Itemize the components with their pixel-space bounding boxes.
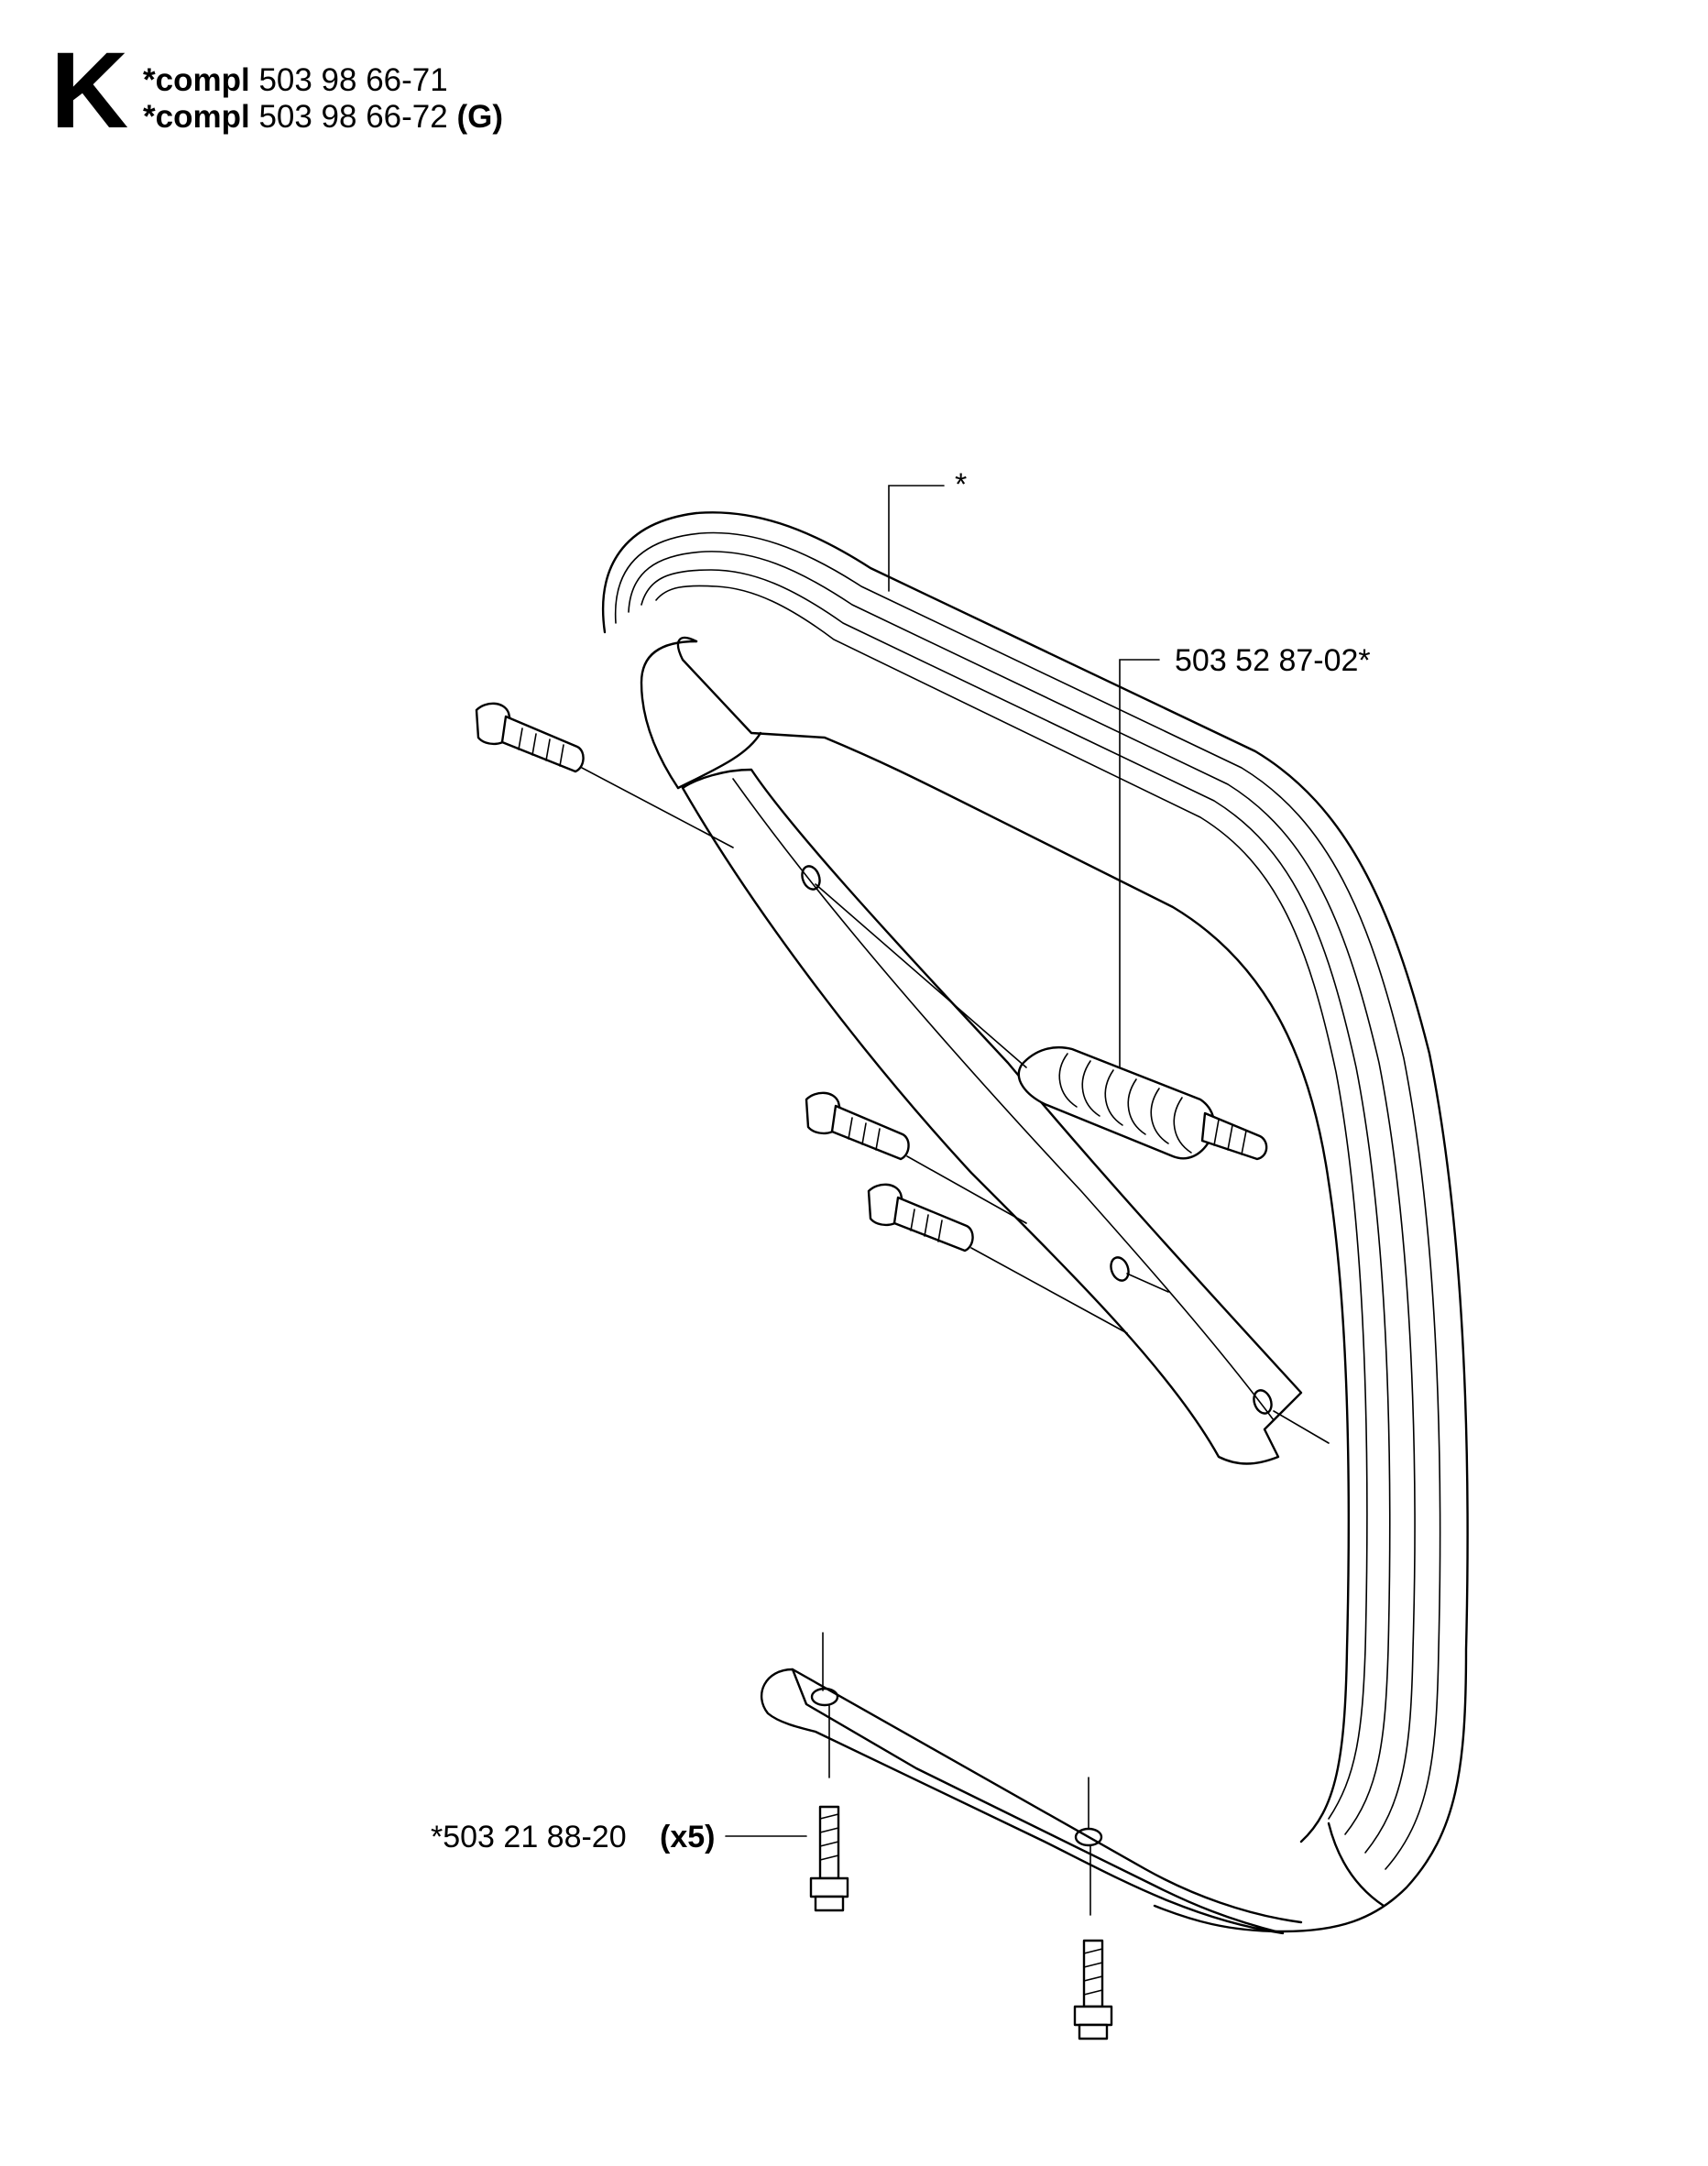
callout-handle-assembly: * [955,467,967,502]
assembly-part-number: 503 98 66-72 [258,99,448,135]
callout-vibration-damper: 503 52 87-02* [1175,643,1371,678]
callout-screw-qty: (x5) [660,1820,715,1854]
assembly-lines [815,883,1330,1916]
screw-middle-1 [805,1091,1027,1224]
leader-lines [725,485,1160,1837]
screw-lower-left [809,1805,849,1912]
assembly-number-line-2: *compl 503 98 66-72 (G) [143,101,503,133]
callout-screw-number: *503 21 88-20 [431,1820,627,1854]
compl-prefix: *compl [143,99,250,135]
compl-prefix: *compl [143,62,250,98]
screw-lower-right [1073,1939,1113,2040]
screw-middle-2 [867,1183,1128,1334]
assembly-part-number: 503 98 66-71 [258,62,448,98]
variant-marker: (G) [456,99,504,135]
vibration-damper [1017,1045,1268,1161]
section-letter: K [50,30,129,151]
front-handle-bar [601,511,1469,1935]
screw-upper-left [475,702,734,848]
assembly-number-line-1: *compl 503 98 66-71 [143,64,448,96]
